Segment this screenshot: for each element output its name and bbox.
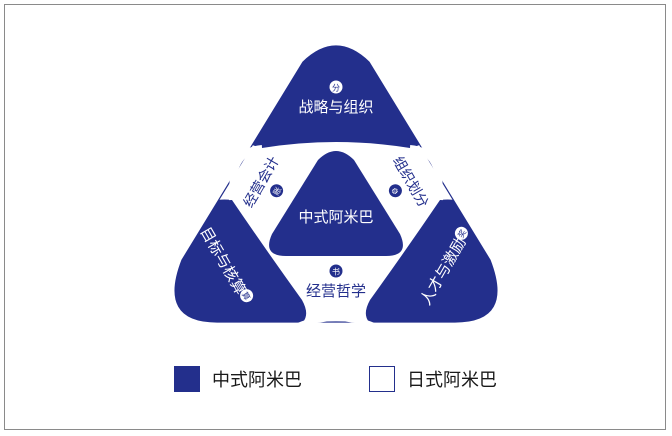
- badge-upper-right-icon: [388, 184, 402, 198]
- segment-bottom-label: 经营哲学: [306, 283, 366, 300]
- svg-text:奖: 奖: [456, 228, 469, 240]
- svg-text:分: 分: [332, 84, 340, 93]
- segment-top-label: 战略与组织: [298, 99, 373, 116]
- svg-text:算: 算: [240, 290, 253, 302]
- badge-left-icon: [240, 289, 254, 303]
- core-label: 中式阿米巴: [298, 209, 373, 226]
- badge-right-icon: [454, 226, 468, 240]
- badge-top-icon: [329, 80, 343, 94]
- legend-swatch-navy: [174, 366, 200, 392]
- badge-bottom-icon: [329, 264, 343, 278]
- segment-bottom: 书 经营哲学: [306, 264, 366, 300]
- svg-text:账: 账: [272, 186, 284, 197]
- svg-text:书: 书: [332, 267, 340, 277]
- segment-top: 分 战略与组织: [298, 80, 374, 116]
- badge-upper-left-icon: [270, 184, 284, 198]
- image-frame: [4, 4, 666, 430]
- svg-text:⚙: ⚙: [389, 186, 400, 197]
- legend-label: 中式阿米巴: [212, 370, 302, 390]
- core-triangle: [269, 151, 403, 256]
- legend-label: 日式阿米巴: [407, 370, 497, 390]
- legend-swatch-white: [369, 366, 395, 392]
- legend-item-japanese-amoeba: 日式阿米巴: [369, 364, 497, 394]
- legend-item-chinese-amoeba: 中式阿米巴: [174, 364, 302, 394]
